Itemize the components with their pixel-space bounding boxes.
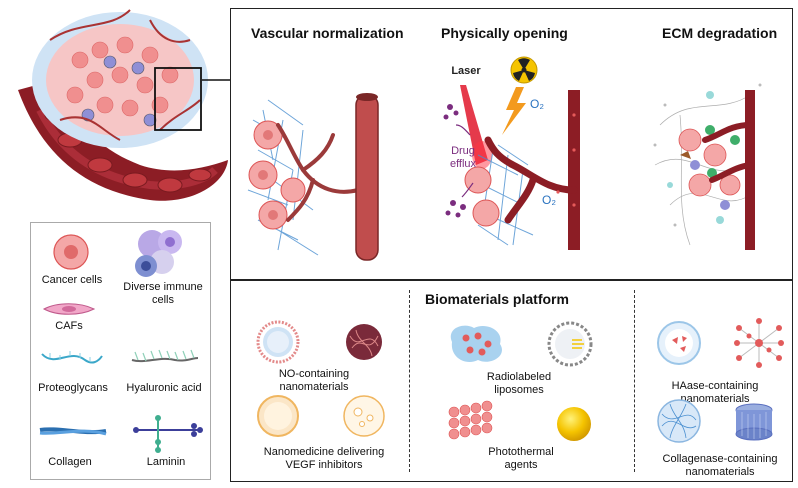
no-polymer-particle-icon xyxy=(346,324,382,360)
label-vegf-inhibitors: Nanomedicine delivering VEGF inhibitors xyxy=(263,446,385,471)
collagen-icon xyxy=(39,427,107,436)
haase-polymer-icon xyxy=(734,318,784,368)
label-radiolabeled-liposomes: Radiolabeled liposomes xyxy=(486,371,552,396)
o2-label-top: O₂ xyxy=(530,97,544,111)
legend-label-hyaluronic-acid: Hyaluronic acid xyxy=(126,382,202,394)
radiolabeled-cluster-icon xyxy=(450,325,502,362)
physically-opening-illustration xyxy=(443,56,580,250)
immune-cells-icon xyxy=(135,230,182,277)
biomaterials-platform-title: Biomaterials platform xyxy=(425,291,569,307)
divider-left xyxy=(409,290,410,472)
ecm-degradation-illustration xyxy=(653,83,762,250)
title-vascular-normalization: Vascular normalization xyxy=(251,25,404,41)
vascular-normalization-illustration xyxy=(247,93,379,261)
caf-icon xyxy=(42,303,96,315)
o2-label-bottom: O₂ xyxy=(542,193,556,207)
label-haase-nanomaterials: HAase-containing nanomaterials xyxy=(671,380,759,405)
divider-right xyxy=(634,290,635,472)
proteoglycan-icon xyxy=(41,351,103,364)
laser-label: Laser xyxy=(451,65,481,77)
legend-label-collagen: Collagen xyxy=(48,456,92,468)
legend-label-proteoglycans: Proteoglycans xyxy=(38,382,108,394)
photothermal-cube-icon xyxy=(448,400,493,440)
vegf-vesicle-icon xyxy=(343,395,385,437)
no-nanoparticle-icon xyxy=(256,320,300,364)
vegf-liposome-icon xyxy=(257,395,299,437)
legend-label-laminin: Laminin xyxy=(146,456,186,468)
title-physically-opening: Physically opening xyxy=(441,25,568,41)
drug-efflux-label: Drug efflux xyxy=(449,145,477,170)
tumor-illustration xyxy=(18,9,248,201)
cancer-cell-icon xyxy=(53,234,89,270)
collagenase-scaffold-icon xyxy=(735,403,773,441)
label-no-nanomaterials: NO-containing nanomaterials xyxy=(278,368,350,393)
photothermal-gold-particle-icon xyxy=(557,407,591,441)
title-ecm-degradation: ECM degradation xyxy=(662,25,778,41)
laminin-icon xyxy=(133,415,203,453)
radiolabeled-liposome-icon xyxy=(547,321,593,367)
hyaluronic-acid-icon xyxy=(131,349,199,363)
label-collagenase-nanomaterials: Collagenase-containing nanomaterials xyxy=(662,453,778,478)
biomaterials-panel xyxy=(230,280,793,482)
legend-label-immune-cells: Diverse immune cells xyxy=(123,281,203,306)
haase-liposome-icon xyxy=(657,321,701,365)
label-photothermal-agents: Photothermal agents xyxy=(488,446,554,471)
legend-label-cancer-cells: Cancer cells xyxy=(41,274,103,286)
collagenase-particle-icon xyxy=(657,399,701,443)
legend-label-cafs: CAFs xyxy=(55,320,83,332)
